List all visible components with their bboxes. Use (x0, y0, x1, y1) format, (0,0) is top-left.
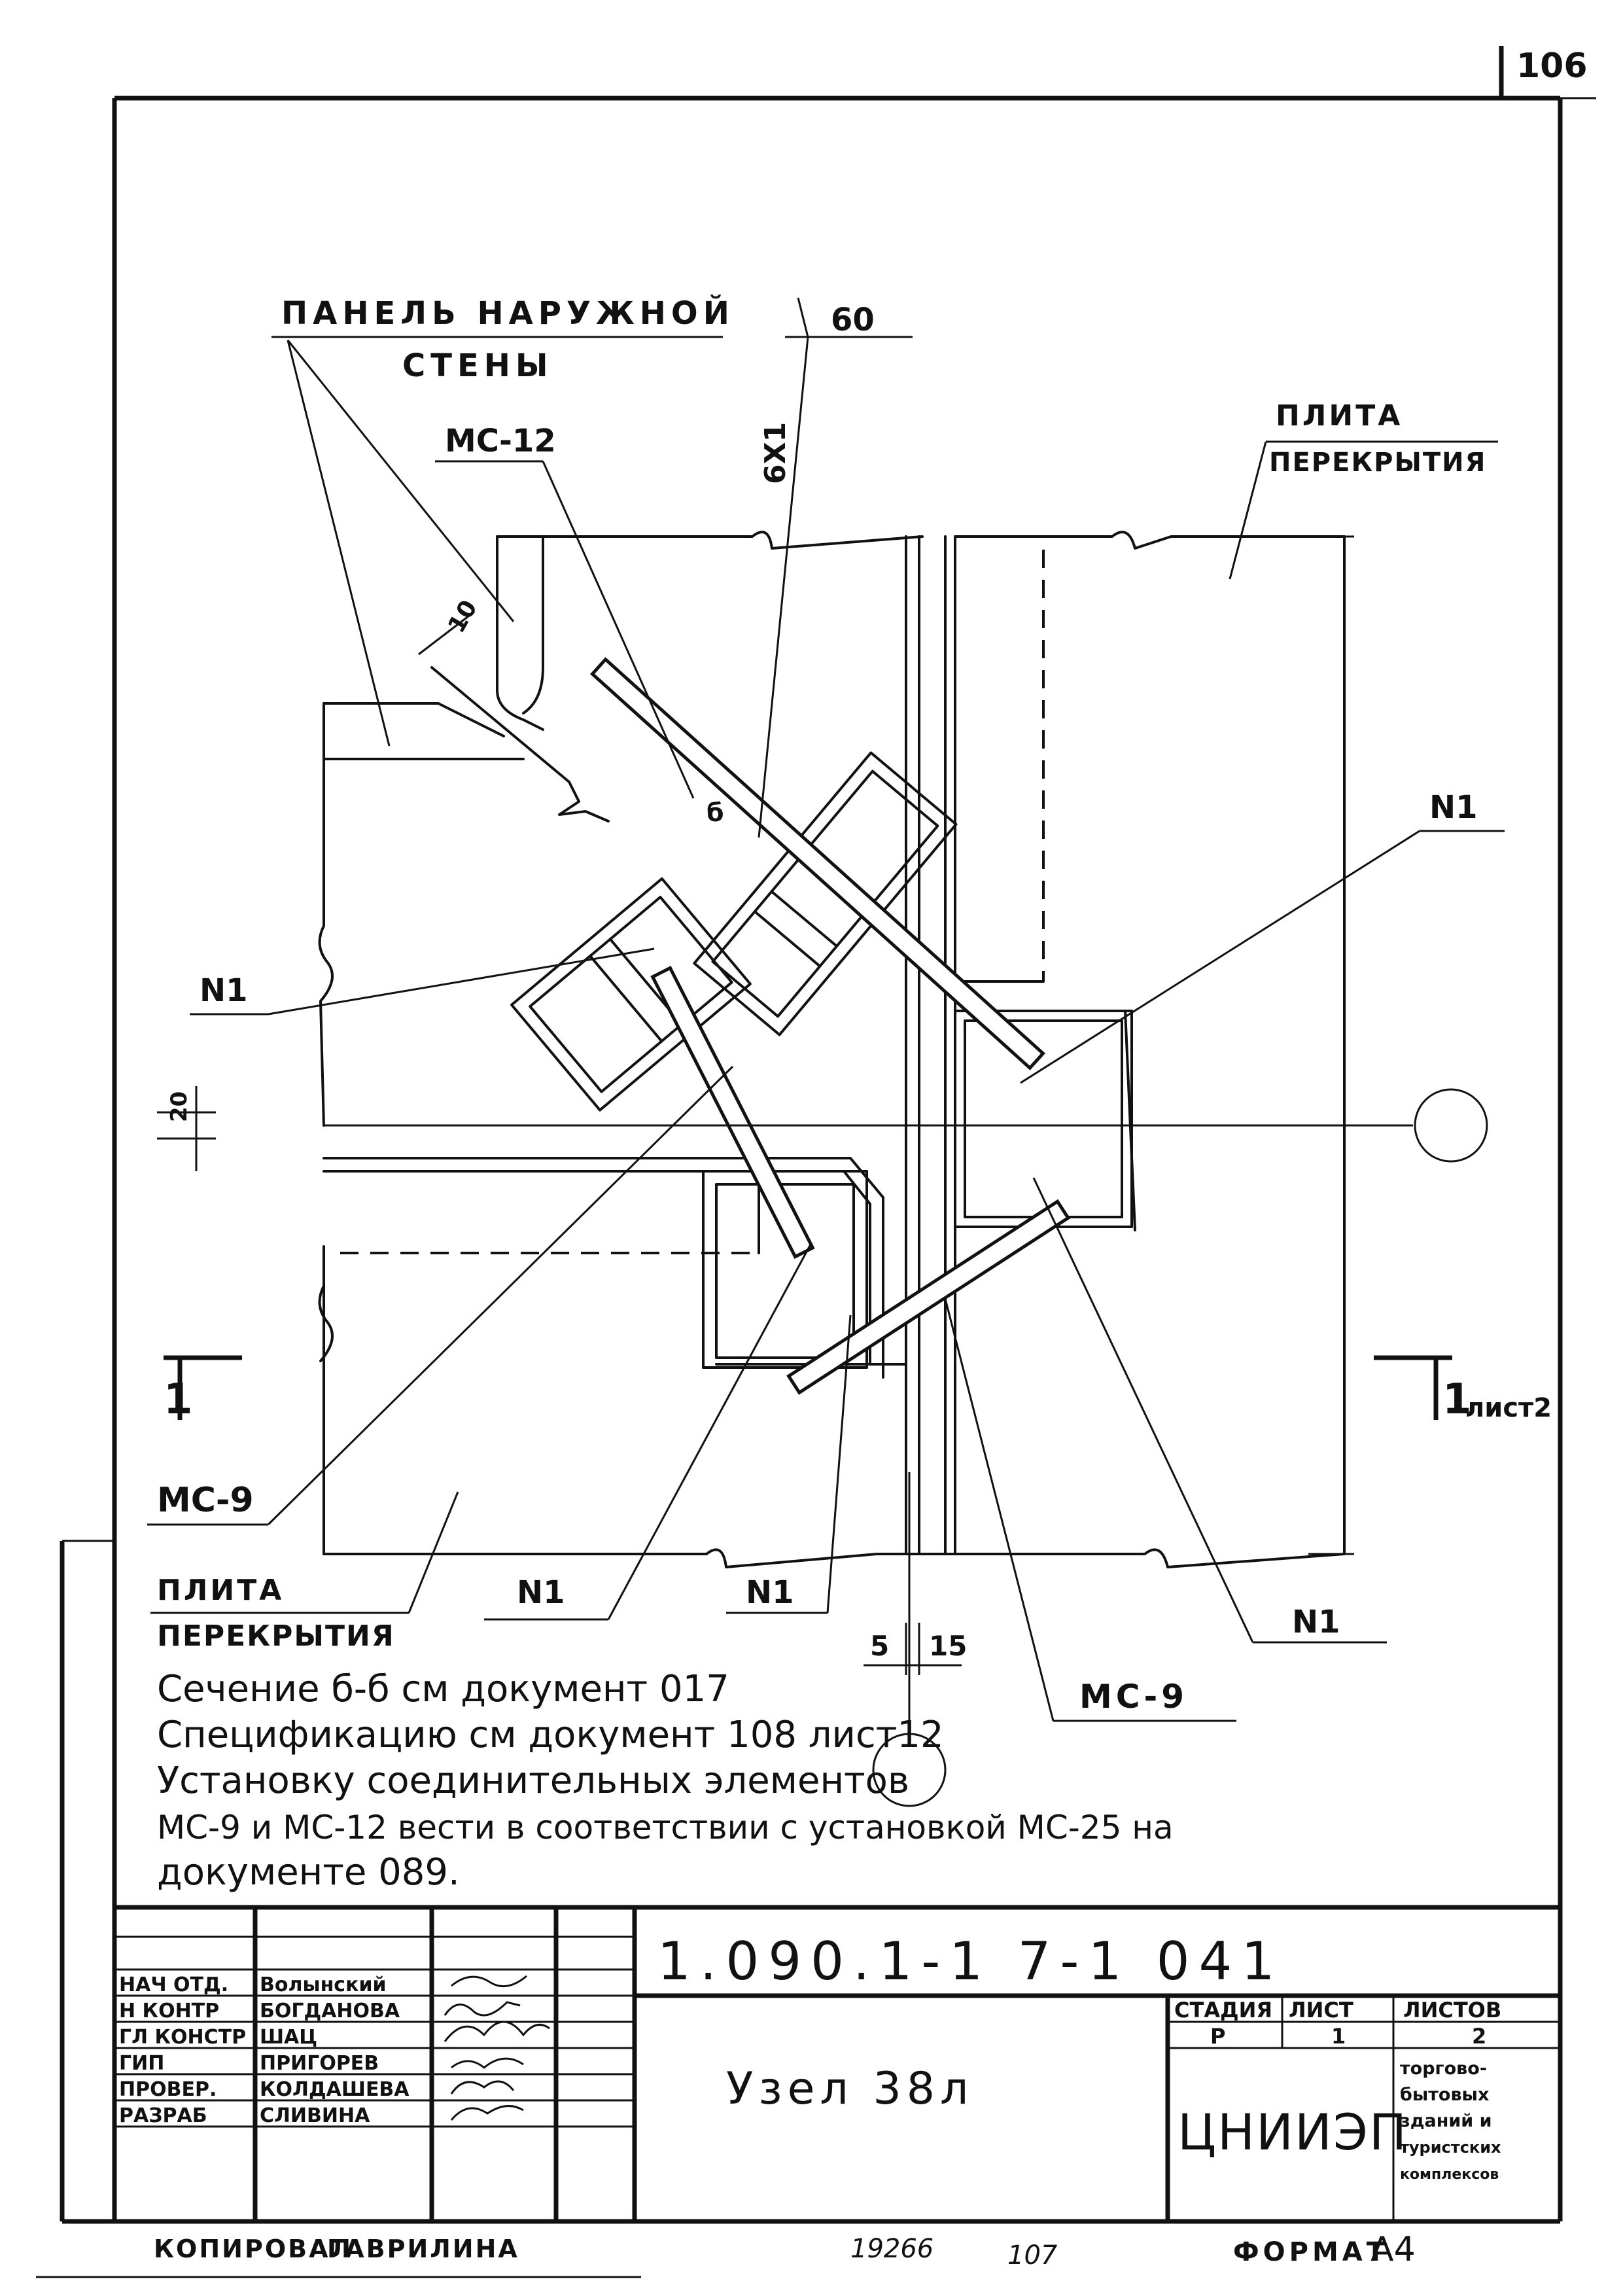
sheets-label: ЛИСТОВ (1403, 1998, 1501, 2022)
callout-n1-left: N1 (200, 972, 248, 1009)
section-marker-left (164, 1355, 242, 1420)
callout-mc9-left: МС-9 (157, 1481, 254, 1520)
footer-page: 107 (1007, 2240, 1058, 2270)
footer-number: 19266 (850, 2234, 934, 2264)
wall-panel-inner-edge (496, 535, 544, 731)
signatures (444, 1975, 550, 2121)
note-line-1: Сечение б-б см документ 017 (157, 1668, 729, 1710)
footer-copied-label: КОПИРОВАЛ (154, 2234, 353, 2263)
note-line-2: Спецификацию см документ 108 лист12 (157, 1714, 944, 1756)
drawing-title: Узел 38л (726, 2063, 974, 2115)
lower-slab-bottom-edge (323, 1548, 1346, 1568)
connector-mc9-left (650, 965, 815, 1260)
callout-section-left: 1 (164, 1375, 193, 1424)
role-row-3: ГЛ КОНСТР ШАЦ (119, 2026, 317, 2049)
stage-label: СТАДИЯ (1174, 1998, 1272, 2022)
callout-n1-bottom-b: N1 (746, 1574, 794, 1611)
title-block: НАЧ ОТД. Волынский Н КОНТР БОГДАНОВА ГЛ … (114, 1905, 1560, 2221)
doc-code: 1.090.1-1 7-1 041 (657, 1931, 1283, 1992)
footer-copied-name: ГАВРИЛИНА (327, 2234, 519, 2263)
org-desc-4: туристских (1400, 2138, 1501, 2157)
upper-slab-top-edge (496, 531, 1346, 550)
callout-mc12: МС-12 (445, 423, 556, 459)
svg-text:ГИП: ГИП (119, 2052, 164, 2075)
callout-dim5: 5 (870, 1630, 889, 1662)
role-row-4: ГИП ПРИГОРЕВ (119, 2052, 379, 2075)
connector-mc12 (590, 657, 1045, 1070)
role-row-6: РАЗРАБ СЛИВИНА (119, 2104, 370, 2127)
svg-text:ГЛ КОНСТР: ГЛ КОНСТР (119, 2026, 246, 2049)
org-desc-2: бытовых (1400, 2085, 1489, 2105)
org-desc-1: торгово- (1400, 2058, 1487, 2079)
org-name: ЦНИИЭП (1178, 2103, 1408, 2161)
role-row-5: ПРОВЕР. КОЛДАШЕВА (119, 2078, 410, 2101)
drawing-frame (60, 96, 1563, 2224)
callout-section-right: 1 (1442, 1375, 1472, 1424)
node-drawing (157, 531, 1488, 1807)
footer-format-label: ФОРМАТ (1233, 2237, 1388, 2267)
page-number: 106 (1516, 46, 1588, 86)
note-line-4: МС-9 и МС-12 вести в соответствии с уста… (157, 1809, 1174, 1846)
callout-dim60: 60 (831, 302, 875, 338)
svg-text:КОЛДАШЕВА: КОЛДАШЕВА (260, 2078, 410, 2101)
lower-slab-break (318, 1284, 334, 1362)
section-mark: б (707, 798, 724, 827)
section-marker-right (1374, 1355, 1452, 1420)
role-row-2: Н КОНТР БОГДАНОВА (119, 2000, 400, 2022)
sheet-value: 1 (1331, 2024, 1346, 2049)
callout-dim6x1: 6Х1 (759, 422, 792, 484)
note-line-3: Установку соединительных элементов (157, 1759, 909, 1802)
svg-text:Волынский: Волынский (260, 1973, 387, 1996)
note-line-5: документе 089. (157, 1851, 460, 1894)
callout-slab-bottom-line2: ПЕРЕКРЫТИЯ (157, 1619, 395, 1653)
svg-text:ПРОВЕР.: ПРОВЕР. (119, 2078, 217, 2101)
svg-text:СЛИВИНА: СЛИВИНА (260, 2104, 370, 2127)
callout-mc9-bottom: МС-9 (1079, 1678, 1188, 1716)
notes-block: Сечение б-б см документ 017 Спецификацию… (157, 1668, 1174, 1894)
lower-left-pocket (702, 1170, 868, 1369)
callout-section-sheet: лист2 (1465, 1393, 1552, 1423)
org-desc-3: зданий и (1400, 2111, 1492, 2131)
callout-slab-bottom-line1: ПЛИТА (157, 1574, 284, 1607)
callout-panel-line2: СТЕНЫ (402, 347, 553, 384)
callout-dim20: 20 (166, 1091, 192, 1122)
svg-text:Н КОНТР: Н КОНТР (119, 2000, 219, 2022)
stage-value: Р (1210, 2024, 1225, 2049)
sheets-value: 2 (1472, 2024, 1486, 2049)
axis-bubble-bottom (872, 1733, 947, 1807)
callout-n1-bottom-a: N1 (517, 1574, 565, 1611)
sheet-label: ЛИСТ (1289, 1998, 1353, 2022)
callout-dim15: 15 (929, 1630, 967, 1662)
callout-panel-line1: ПАНЕЛЬ НАРУЖНОЙ (281, 294, 735, 332)
svg-text:БОГДАНОВА: БОГДАНОВА (260, 2000, 400, 2022)
svg-text:РАЗРАБ: РАЗРАБ (119, 2104, 207, 2127)
right-pocket (954, 1010, 1133, 1228)
org-desc-5: комплексов (1400, 2166, 1499, 2183)
footer-format-value: А4 (1370, 2230, 1416, 2269)
footer: КОПИРОВАЛ ГАВРИЛИНА 19266 107 ФОРМАТ А4 (36, 2230, 1416, 2278)
callouts: ПАНЕЛЬ НАРУЖНОЙ СТЕНЫ МС-12 60 6Х1 ПЛИТА… (147, 294, 1552, 1722)
callout-n1-bottom-right: N1 (1292, 1604, 1340, 1640)
connector-mc9-right (786, 1199, 1071, 1395)
role-row-1: НАЧ ОТД. Волынский (119, 1973, 387, 1996)
axis-bubble-right (1414, 1088, 1488, 1163)
svg-text:ШАЦ: ШАЦ (260, 2026, 317, 2049)
callout-slab-top-line1: ПЛИТА (1276, 399, 1403, 433)
svg-text:НАЧ ОТД.: НАЧ ОТД. (119, 1973, 228, 1996)
wall-panel-break (318, 925, 334, 1127)
callout-slab-top-line2: ПЕРЕКРЫТИЯ (1269, 448, 1486, 478)
callout-n1-right-top: N1 (1429, 789, 1478, 826)
svg-text:ПРИГОРЕВ: ПРИГОРЕВ (260, 2052, 379, 2075)
